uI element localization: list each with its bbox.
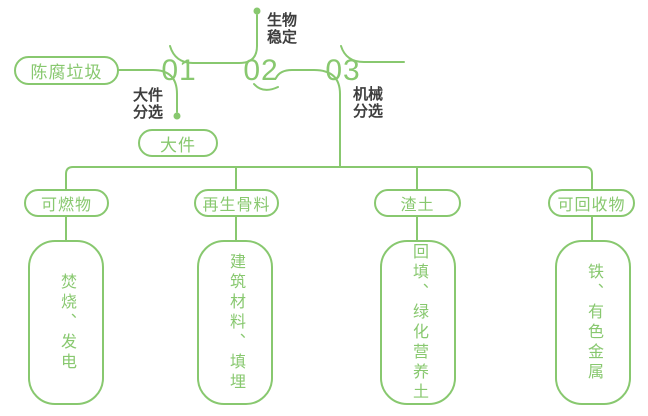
disposal-text: 焚烧、发电 (58, 272, 75, 373)
dot-bio-stabilization (253, 7, 261, 15)
bulky-output-label: 大件 (160, 135, 196, 155)
line-02-to-03 (275, 69, 341, 168)
category-pill-slag-soil: 渣土 (374, 189, 461, 217)
label-bio-stabilization: 生物稳定 (267, 12, 298, 46)
disposal-box-combustible: 焚烧、发电 (28, 240, 104, 405)
line-03-tail (340, 45, 405, 63)
disposal-text: 建筑材料、填埋 (227, 252, 244, 393)
label-mechanical-sorting: 机械分选 (353, 86, 384, 120)
disposal-box-slag-soil: 回填、绿化营养土 (380, 240, 456, 405)
disposal-text: 铁、有色金属 (585, 262, 602, 383)
bulky-output-pill: 大件 (138, 129, 218, 157)
dot-bulky-sorting (173, 112, 181, 120)
disposal-box-recyclable: 铁、有色金属 (555, 240, 631, 405)
category-pill-recycled-aggregate: 再生骨料 (194, 189, 279, 217)
disposal-box-recycled-aggregate: 建筑材料、填埋 (197, 240, 273, 405)
step-number-02: 02 (243, 54, 279, 87)
category-label: 渣土 (400, 197, 435, 214)
category-label: 再生骨料 (202, 197, 271, 214)
step-number-03: 03 (325, 54, 361, 87)
category-label: 可回收物 (557, 197, 626, 214)
arc-under-02 (253, 83, 279, 91)
step-number-01: 01 (161, 54, 197, 87)
branch-rail (65, 166, 593, 190)
line-01-to-02 (169, 14, 258, 64)
category-label: 可燃物 (40, 197, 92, 214)
disposal-text: 回填、绿化营养土 (410, 242, 427, 403)
source-pill: 陈腐垃圾 (14, 56, 119, 85)
category-pill-recyclable: 可回收物 (548, 189, 635, 217)
label-bulky-sorting: 大件分选 (133, 87, 164, 121)
category-pill-combustible: 可燃物 (24, 189, 109, 217)
line-source-to-01 (118, 69, 178, 113)
source-pill-label: 陈腐垃圾 (30, 63, 103, 82)
